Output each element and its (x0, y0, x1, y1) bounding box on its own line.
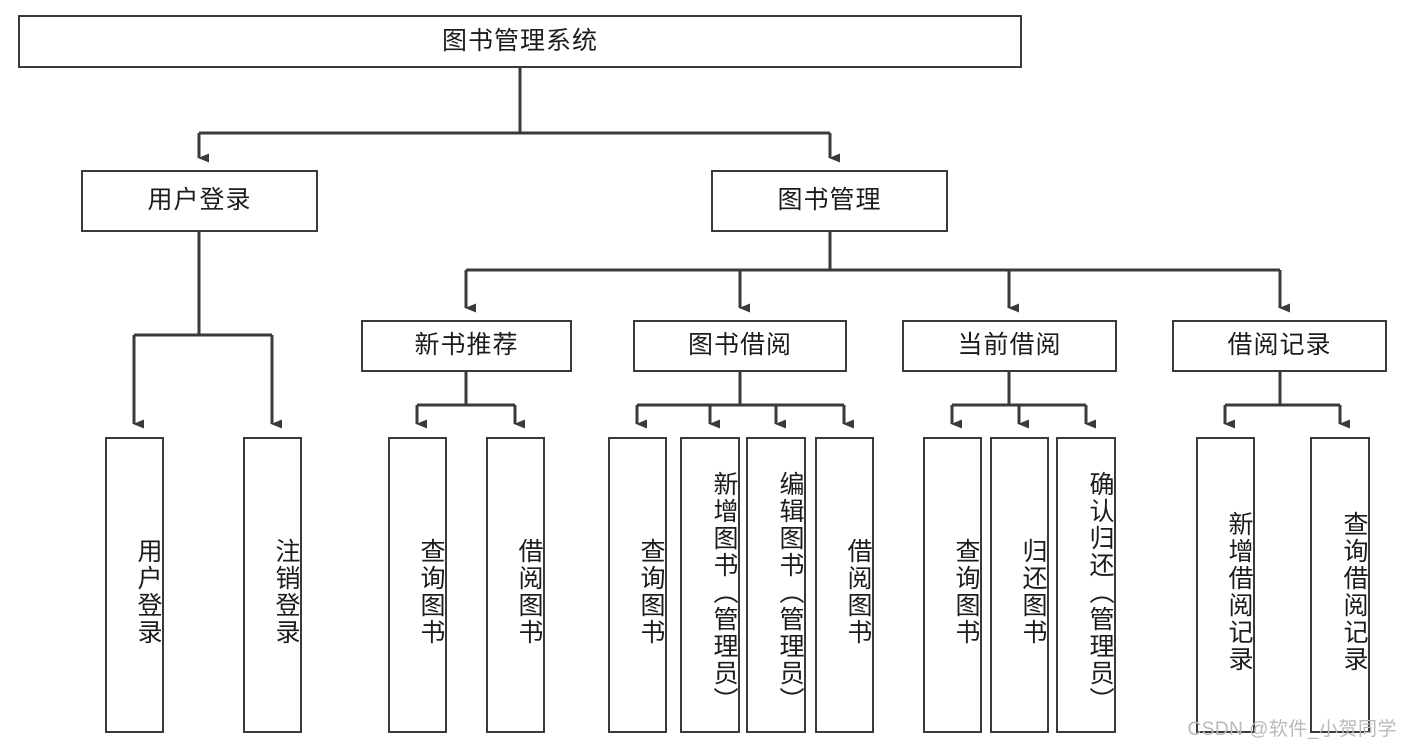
node-new-book-recommend[interactable]: 新书推荐 (361, 320, 572, 372)
node-current-borrow-label: 当前借阅 (957, 331, 1062, 360)
leaf-node-label: 查询图书 (952, 538, 980, 646)
leaf-node[interactable]: 注销登录 (243, 437, 302, 733)
leaf-node[interactable]: 借阅图书 (815, 437, 874, 733)
leaf-node[interactable]: 新增借阅记录 (1196, 437, 1255, 733)
leaf-node-label: 新增图书（管理员） (710, 470, 738, 714)
leaf-node-label: 归还图书 (1019, 538, 1047, 646)
node-book-borrow-label: 图书借阅 (687, 331, 792, 360)
node-user-login-label: 用户登录 (147, 186, 252, 215)
leaf-node[interactable]: 借阅图书 (486, 437, 545, 733)
node-new-book-recommend-label: 新书推荐 (414, 331, 519, 360)
leaf-node[interactable]: 用户登录 (105, 437, 164, 733)
leaf-node[interactable]: 查询图书 (608, 437, 667, 733)
node-book-management[interactable]: 图书管理 (711, 170, 948, 232)
leaf-node-label: 查询借阅记录 (1340, 511, 1368, 673)
node-current-borrow[interactable]: 当前借阅 (902, 320, 1117, 372)
leaf-node[interactable]: 查询图书 (923, 437, 982, 733)
leaf-node-label: 用户登录 (134, 538, 162, 646)
leaf-node[interactable]: 新增图书（管理员） (680, 437, 740, 733)
node-borrow-record[interactable]: 借阅记录 (1172, 320, 1387, 372)
leaf-node-label: 注销登录 (272, 538, 300, 646)
leaf-node-label: 借阅图书 (844, 538, 872, 646)
leaf-node-label: 编辑图书（管理员） (776, 470, 804, 714)
csdn-watermark: CSDN @软件_小贺同学 (1187, 719, 1397, 740)
leaf-node-label: 查询图书 (637, 538, 665, 646)
node-book-borrow[interactable]: 图书借阅 (633, 320, 847, 372)
node-book-management-label: 图书管理 (777, 186, 882, 215)
node-root[interactable]: 图书管理系统 (18, 15, 1022, 68)
leaf-node[interactable]: 编辑图书（管理员） (746, 437, 806, 733)
leaf-node[interactable]: 查询图书 (388, 437, 447, 733)
leaf-node-label: 确认归还（管理员） (1086, 470, 1114, 714)
node-borrow-record-label: 借阅记录 (1227, 331, 1332, 360)
leaf-node[interactable]: 查询借阅记录 (1310, 437, 1370, 733)
node-root-label: 图书管理系统 (441, 26, 598, 55)
leaf-node-label: 新增借阅记录 (1225, 511, 1253, 673)
leaf-node[interactable]: 归还图书 (990, 437, 1049, 733)
leaf-node-label: 查询图书 (417, 538, 445, 646)
node-user-login[interactable]: 用户登录 (81, 170, 318, 232)
leaf-node-label: 借阅图书 (515, 538, 543, 646)
leaf-node[interactable]: 确认归还（管理员） (1056, 437, 1116, 733)
